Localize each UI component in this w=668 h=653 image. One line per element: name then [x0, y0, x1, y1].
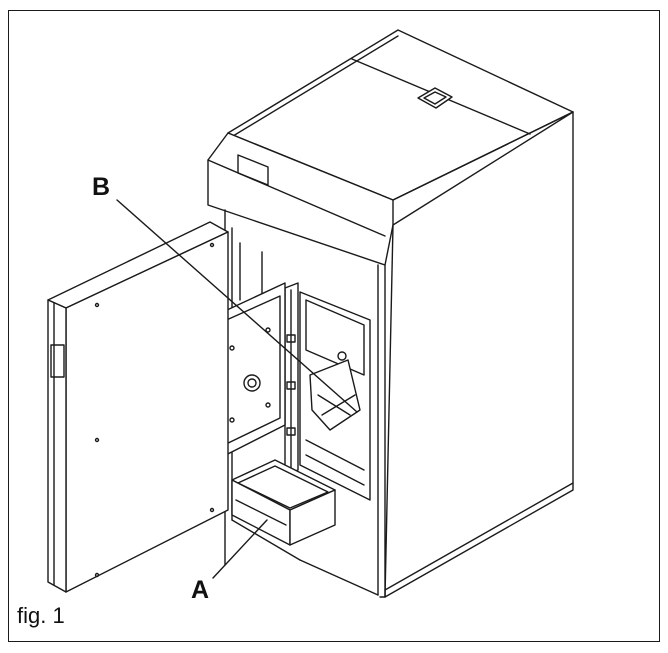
leader-line-a — [212, 519, 268, 579]
leader-line-b — [116, 199, 358, 413]
ash-drawer — [231, 459, 336, 546]
cabinet-side-panel — [379, 111, 574, 598]
outer-door — [47, 221, 229, 593]
callout-label-a: A — [191, 576, 210, 604]
firebox-interior — [299, 291, 371, 501]
callout-label-b: B — [92, 173, 111, 201]
inspection-port-icon — [243, 374, 261, 392]
figure-caption: fig. 1 — [17, 603, 65, 628]
hinge-rail — [284, 282, 299, 476]
lid-handle-icon — [417, 87, 453, 109]
figure-frame — [8, 10, 660, 642]
display-window — [237, 154, 269, 186]
door-handle-icon — [50, 344, 65, 378]
